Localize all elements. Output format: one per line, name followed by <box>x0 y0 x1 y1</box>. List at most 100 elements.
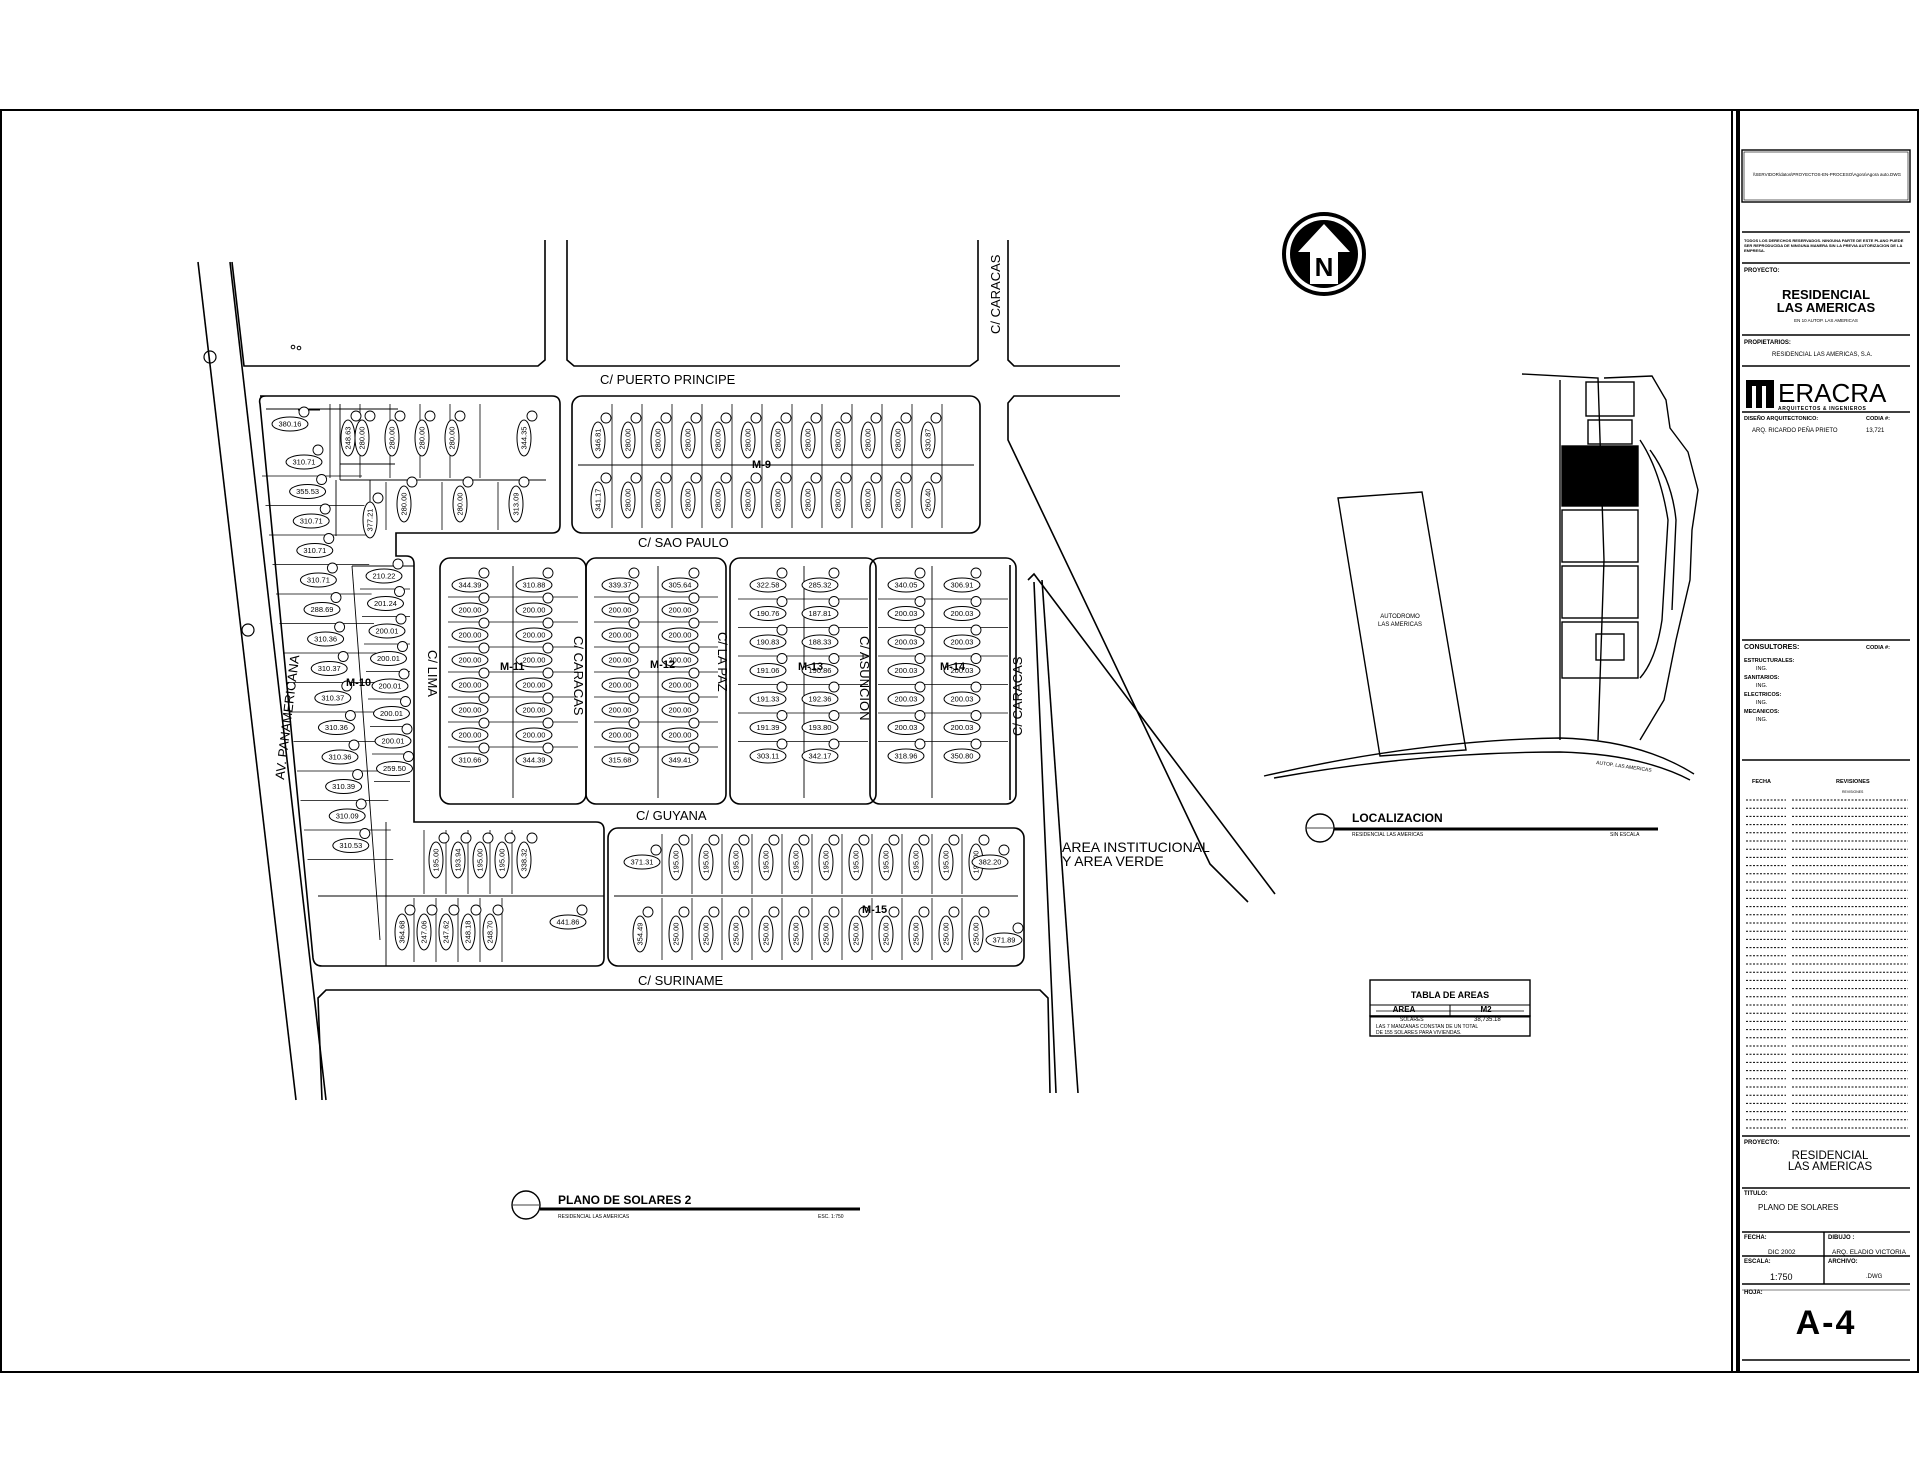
lot-number <box>600 472 612 484</box>
lot-area: 250.00 <box>942 923 951 946</box>
lot-label: 341.17 <box>590 481 606 519</box>
lot-label: 280.00 <box>710 481 726 519</box>
lot-area: 315.68 <box>609 756 632 765</box>
lot-number <box>478 667 490 679</box>
areas-col-area: AREA <box>1393 1005 1416 1014</box>
location-title: LOCALIZACION <box>1352 811 1443 825</box>
lot-number <box>401 723 413 735</box>
lot-number <box>970 567 982 579</box>
lot-number <box>478 617 490 629</box>
lot-area: 330.87 <box>924 429 933 452</box>
lot-label: 303.11 <box>749 748 787 764</box>
lot-number <box>650 844 662 856</box>
lot-area: 187.81 <box>809 609 832 618</box>
lot-number <box>478 567 490 579</box>
revisiones-subheader: REVISIONES <box>1842 790 1864 794</box>
lot-label: 195.00 <box>788 843 804 881</box>
logo-tagline: ARQUITECTOS & INGENIEROS <box>1778 406 1867 412</box>
lot-label: 380.16 <box>271 416 309 432</box>
lot-number <box>542 642 554 654</box>
lot-area: 310.36 <box>314 635 337 644</box>
street-caracas-right: C/ CARACAS <box>1010 656 1025 736</box>
lot-number <box>776 738 788 750</box>
lot-area: 250.00 <box>912 923 921 946</box>
lot-number <box>660 472 672 484</box>
lot-area: 288.69 <box>311 605 334 614</box>
lot-number <box>828 738 840 750</box>
lot-area: 280.00 <box>714 489 723 512</box>
lot-number <box>750 412 762 424</box>
lot-area: 303.11 <box>757 752 779 761</box>
lot-area: 310.37 <box>318 664 341 673</box>
lot-number <box>720 412 732 424</box>
lot-area: 346.81 <box>594 429 603 452</box>
lot-number <box>319 503 331 515</box>
lot-number <box>914 681 926 693</box>
lot-number <box>930 412 942 424</box>
consultant-value: ING. <box>1756 665 1768 672</box>
lot-area: 200.00 <box>609 731 632 740</box>
lot-number <box>438 832 450 844</box>
lot-area: 280.00 <box>400 493 409 516</box>
lot-label: 280.00 <box>680 421 696 459</box>
lot-number <box>1012 922 1024 934</box>
lot-area: 248.18 <box>464 921 473 944</box>
lot-label: 280.00 <box>680 481 696 519</box>
lot-area: 364.68 <box>398 921 407 944</box>
lot-number <box>628 717 640 729</box>
lot-label: 247.62 <box>438 913 454 951</box>
lot-label: 280.00 <box>414 419 430 457</box>
titulo-value: PLANO DE SOLARES <box>1758 1203 1839 1212</box>
lot-label: 310.36 <box>321 749 359 765</box>
lot-area: 190.86 <box>809 666 832 675</box>
lot-label: 355.53 <box>289 484 327 499</box>
street-caracas-mid: C/ CARACAS <box>571 636 586 716</box>
survey-marker <box>203 350 217 364</box>
lot-label: 280.00 <box>800 421 816 459</box>
lot-label: 190.76 <box>749 606 787 621</box>
lot-label: 200.00 <box>601 652 639 668</box>
diseno-label: DISEÑO ARQUITECTONICO: <box>1744 416 1819 422</box>
lot-label: 200.03 <box>943 663 981 678</box>
lot-label: 315.68 <box>601 752 639 768</box>
lot-label: 200.00 <box>515 702 553 718</box>
lot-label: 382.20 <box>971 854 1009 870</box>
codia-number: 13,721 <box>1866 428 1885 434</box>
lot-number <box>948 906 960 918</box>
lot-number <box>688 717 700 729</box>
consultant-value: ING. <box>1756 699 1768 706</box>
lot-label: 200.00 <box>515 727 553 743</box>
lot-number <box>341 680 353 692</box>
lot-label: 280.00 <box>620 421 636 459</box>
lot-number <box>372 492 384 504</box>
lot-area: 280.00 <box>654 429 663 452</box>
lot-label: 280.00 <box>650 421 666 459</box>
lot-area: 190.76 <box>757 609 780 618</box>
consultant-label: MECANICOS: <box>1744 709 1780 715</box>
lot-area: 280.00 <box>834 489 843 512</box>
lot-area: 344.35 <box>520 427 529 450</box>
lot-label: 350.80 <box>943 748 981 764</box>
lot-label: 200.00 <box>515 602 553 618</box>
lot-number <box>628 642 640 654</box>
lot-area: 193.80 <box>809 723 832 732</box>
lot-label: 190.86 <box>801 663 839 678</box>
location-title-block: LOCALIZACION RESIDENCIAL LAS AMERICAS SI… <box>1305 811 1658 843</box>
lot-number <box>720 472 732 484</box>
lot-number <box>776 596 788 607</box>
lot-number <box>630 412 642 424</box>
lot-area: 280.00 <box>894 429 903 452</box>
lot-label: 187.81 <box>801 606 839 621</box>
lot-label: 280.00 <box>890 481 906 519</box>
lot-number <box>542 592 554 604</box>
lot-area: 200.03 <box>951 638 974 647</box>
lot-area: 310.37 <box>321 694 344 703</box>
lot-label: 310.71 <box>285 454 323 470</box>
lot-number <box>914 567 926 579</box>
lot-number <box>660 412 672 424</box>
lot-label: 200.03 <box>887 663 925 678</box>
lot-area: 200.01 <box>377 654 400 663</box>
area-institucional-line1: AREA INSTITUCIONAL <box>1062 839 1210 855</box>
lot-label: 200.00 <box>515 677 553 693</box>
project-name-line2: LAS AMERICAS <box>1776 300 1876 315</box>
